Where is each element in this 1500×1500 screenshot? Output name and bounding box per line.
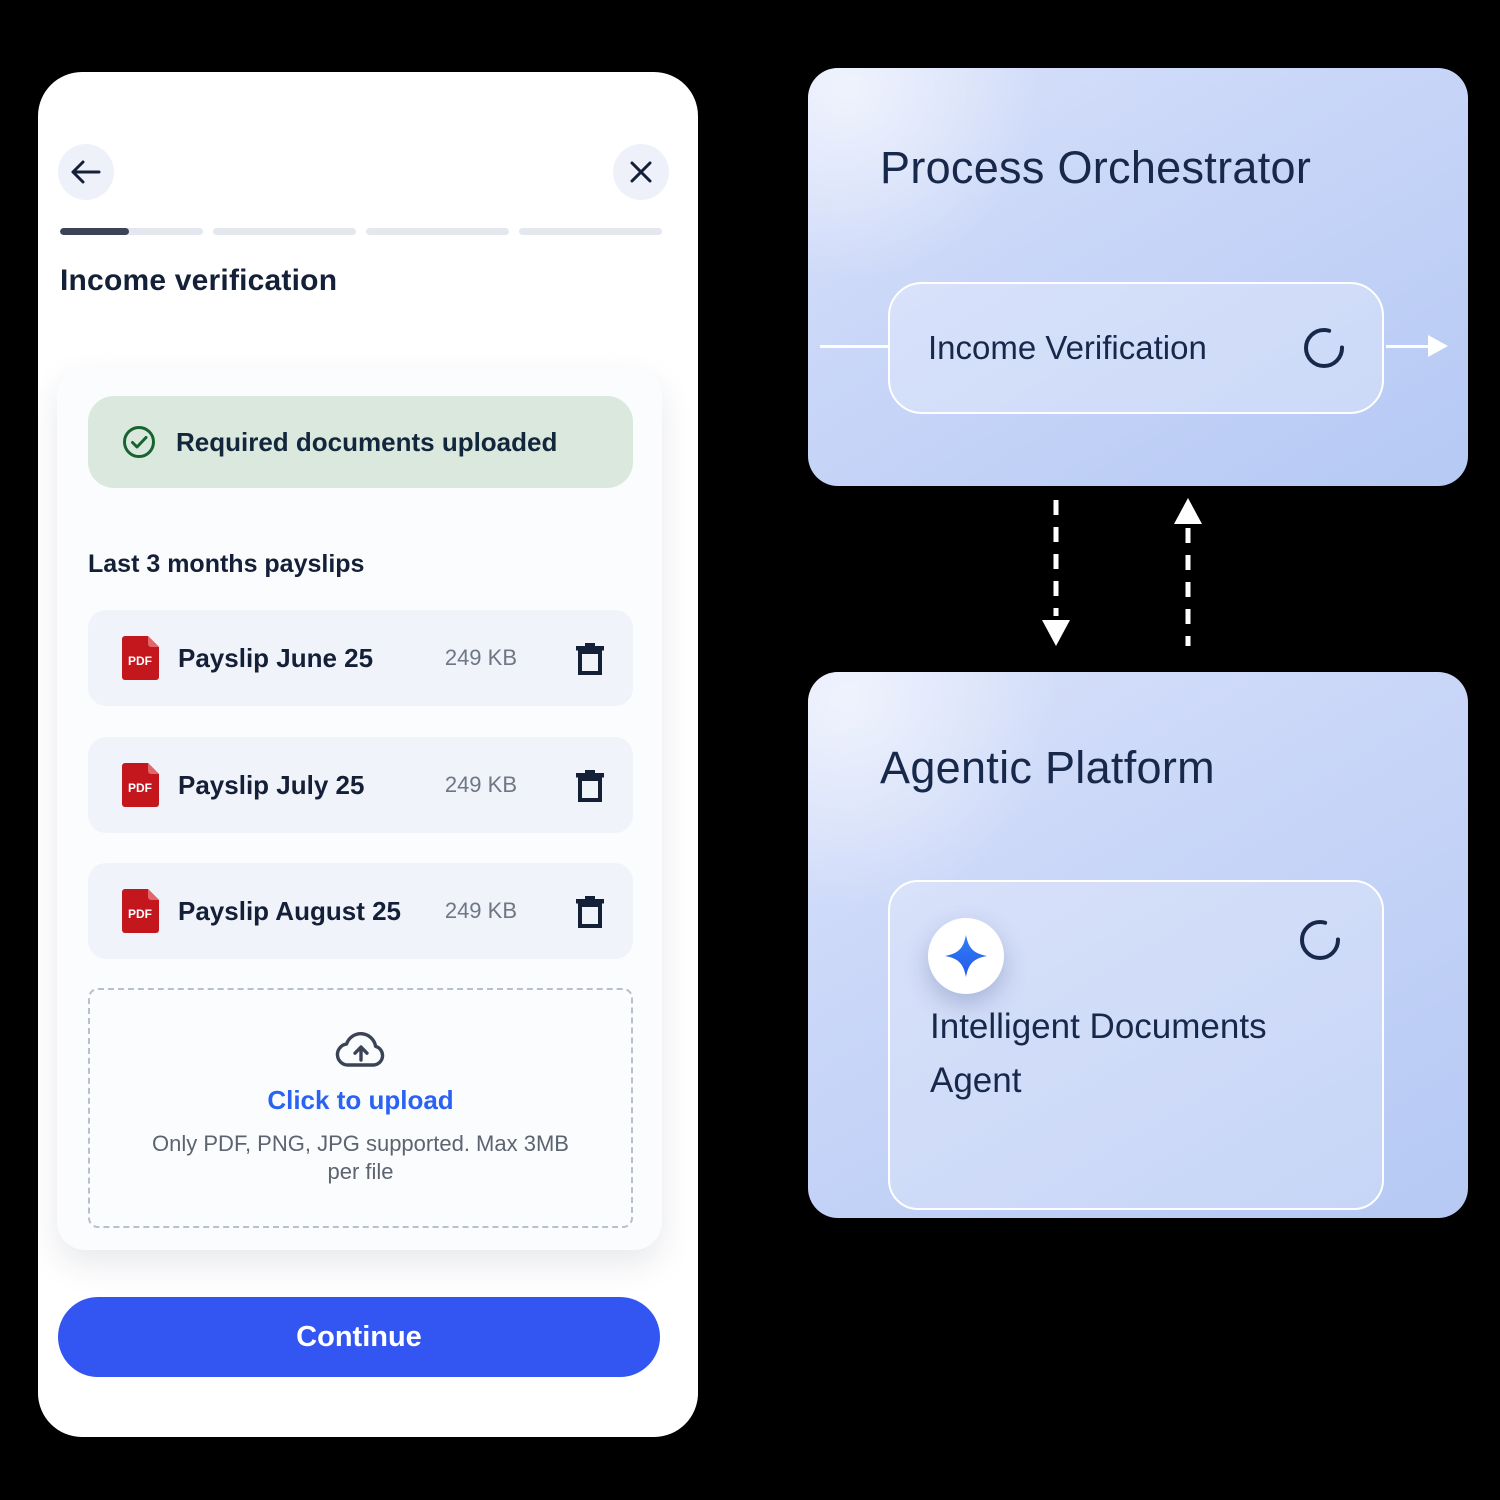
cloud-upload-icon [335,1032,384,1067]
back-arrow-icon [71,160,101,184]
file-size: 249 KB [444,645,517,670]
file-name: Payslip July 25 [178,769,365,800]
progress-segment-3 [366,228,509,235]
file-name: Payslip August 25 [178,895,401,926]
file-row-payslip-june: PDF Payslip June 25 249 KB [88,610,633,706]
svg-text:PDF: PDF [128,654,152,668]
spinner-icon [1304,328,1344,368]
svg-text:PDF: PDF [128,907,152,921]
delete-file-button[interactable] [575,894,605,928]
page-title: Income verification [60,264,338,297]
income-verification-screen: Income verification Required documents u… [38,72,698,1437]
pdf-file-icon: PDF [122,889,159,933]
progress-segment-2 [213,228,356,235]
progress-fill [60,228,129,235]
spinner-icon [1300,920,1340,960]
trash-icon [576,896,604,928]
success-banner: Required documents uploaded [88,396,633,488]
agent-label: Intelligent Documents Agent [930,1007,1267,1101]
income-verification-step: Income Verification [888,282,1384,414]
sparkle-icon [944,934,988,978]
file-row-payslip-august: PDF Payslip August 25 249 KB [88,863,633,959]
svg-text:PDF: PDF [128,781,152,795]
check-circle-icon [123,426,155,458]
delete-file-button[interactable] [575,641,605,675]
trash-icon [576,643,604,675]
flow-line-out [1386,345,1430,348]
agent-avatar [928,918,1004,994]
delete-file-button[interactable] [575,768,605,802]
progress-segment-1 [60,228,203,235]
section-label: Last 3 months payslips [88,550,365,578]
file-row-payslip-july: PDF Payslip July 25 249 KB [88,737,633,833]
orchestrator-title: Process Orchestrator [880,142,1312,193]
back-button[interactable] [58,144,114,200]
upload-dropzone[interactable]: Click to upload Only PDF, PNG, JPG suppo… [88,988,633,1228]
progress-bar [60,228,662,235]
flow-line-in [820,345,888,348]
trash-icon [576,770,604,802]
platform-title: Agentic Platform [880,742,1215,793]
success-banner-text: Required documents uploaded [176,426,558,457]
agentic-platform-box: Agentic Platform Intelligent Documents A… [808,672,1468,1218]
dashed-arrow-down-icon [1042,500,1070,646]
step-label: Income Verification [928,329,1207,366]
continue-button-label: Continue [296,1320,422,1353]
upload-hint: Only PDF, PNG, JPG supported. Max 3MB pe… [152,1131,569,1184]
close-button[interactable] [613,144,669,200]
dashed-arrow-up-icon [1174,498,1202,646]
continue-button[interactable]: Continue [58,1297,660,1377]
pdf-file-icon: PDF [122,763,159,807]
pdf-file-icon: PDF [122,636,159,680]
upload-cta[interactable]: Click to upload [267,1085,454,1115]
exchange-arrows [1042,498,1202,646]
documents-card: Required documents uploaded Last 3 month… [57,368,662,1250]
process-orchestrator-box: Process Orchestrator Income Verification [808,68,1468,486]
arrow-right-icon [1428,335,1448,357]
progress-segment-4 [519,228,662,235]
file-size: 249 KB [444,898,517,923]
close-icon [630,161,652,183]
file-size: 249 KB [444,772,517,797]
intelligent-documents-agent-card: Intelligent Documents Agent [888,880,1384,1210]
file-name: Payslip June 25 [178,642,374,673]
